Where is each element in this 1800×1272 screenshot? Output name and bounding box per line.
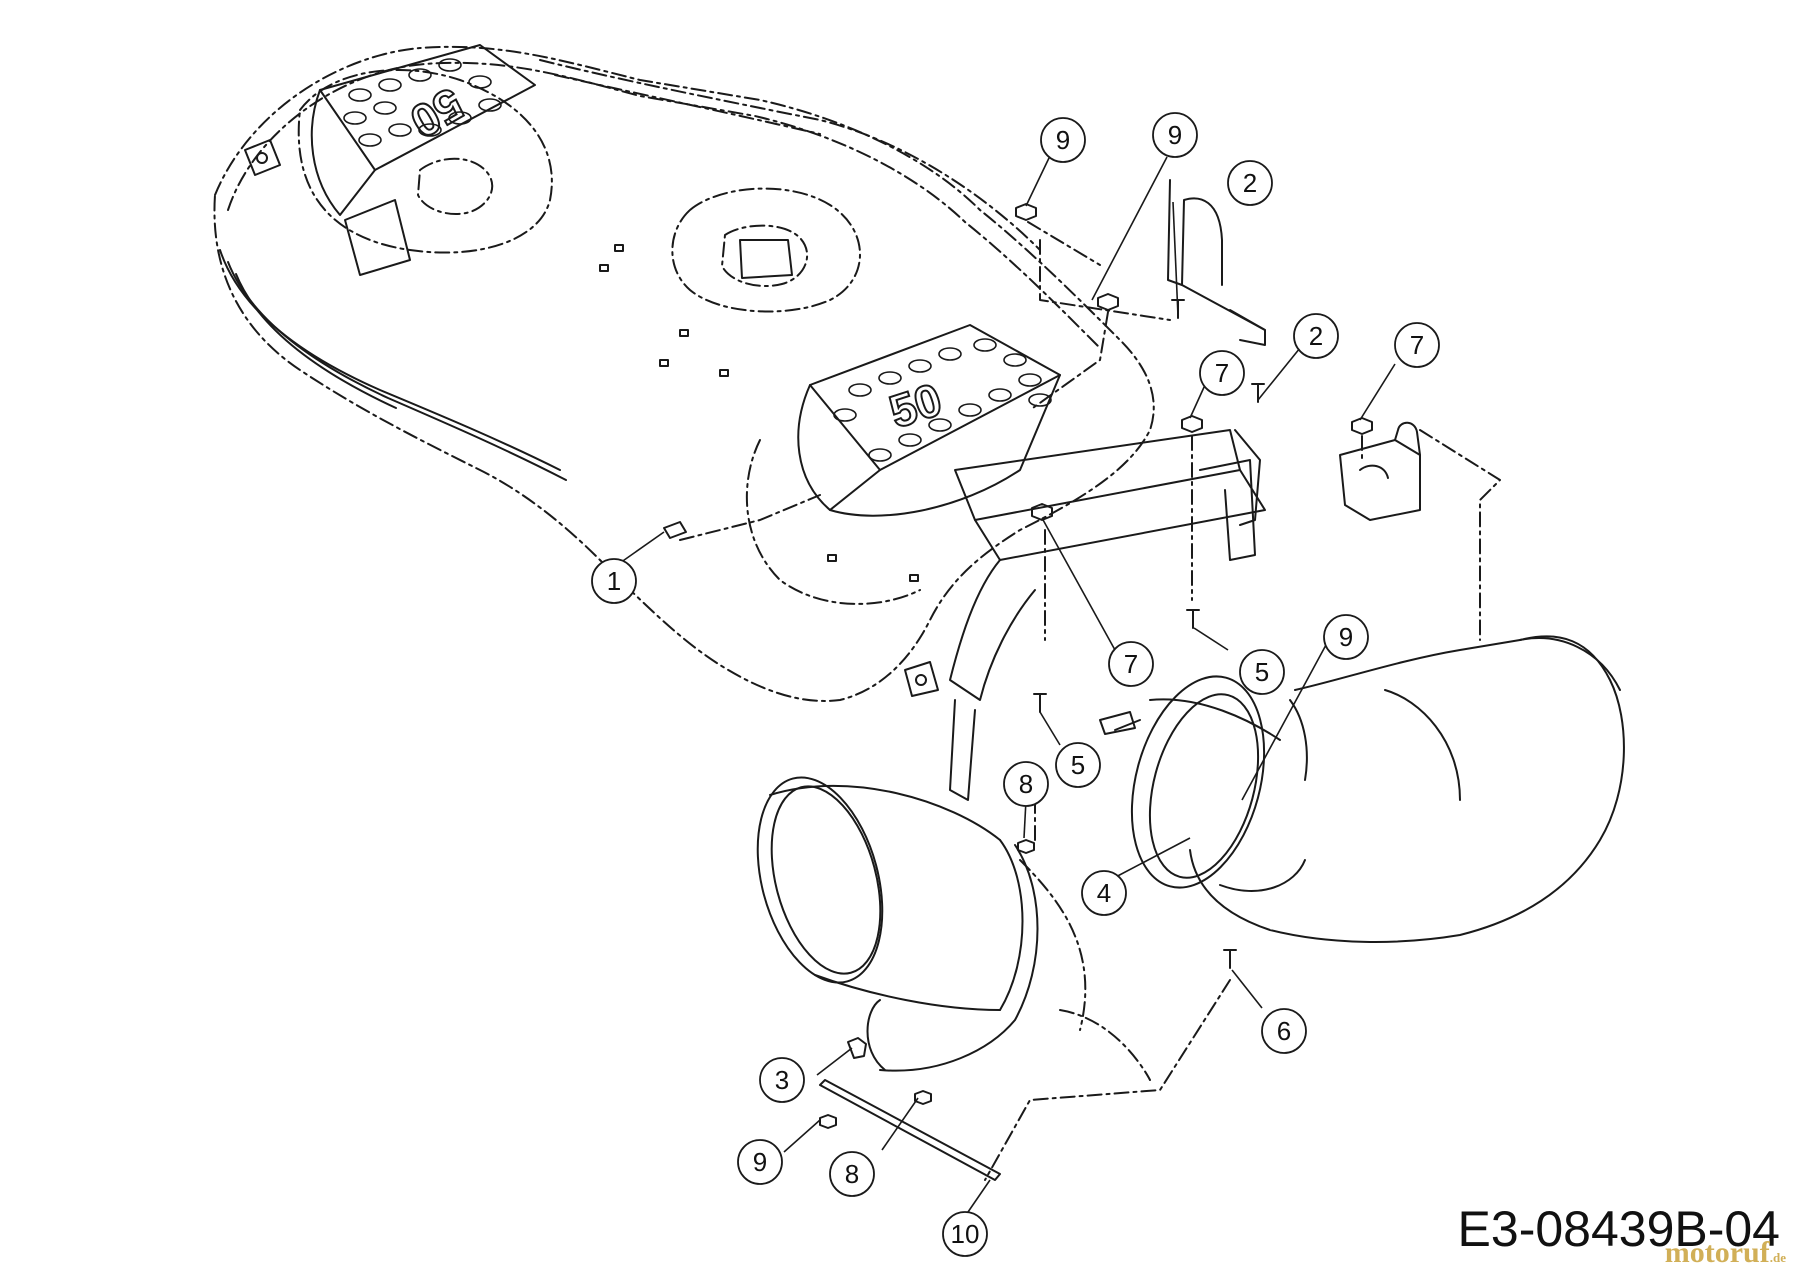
callout-2a: 2 xyxy=(1227,160,1273,206)
callout-8a: 8 xyxy=(1003,761,1049,807)
mower-deck xyxy=(213,44,1266,801)
collar-clip xyxy=(1099,711,1136,735)
diagram-reference-code: E3-08439B-04 xyxy=(1457,1201,1780,1257)
svg-text:9: 9 xyxy=(1168,120,1182,150)
left-plate-stamp: 50 xyxy=(402,78,472,149)
svg-text:6: 6 xyxy=(1277,1016,1291,1046)
collar-ring xyxy=(1114,675,1306,892)
callout-2b: 2 xyxy=(1293,313,1339,359)
discharge-housing xyxy=(1189,635,1625,943)
right-plate-stamp: 50 xyxy=(883,373,948,438)
callout-4: 4 xyxy=(1081,870,1127,916)
callout-6: 6 xyxy=(1261,1008,1307,1054)
svg-text:10: 10 xyxy=(951,1219,980,1249)
svg-text:9: 9 xyxy=(753,1147,767,1177)
svg-text:3: 3 xyxy=(775,1065,789,1095)
svg-text:2: 2 xyxy=(1243,168,1257,198)
svg-text:9: 9 xyxy=(1056,125,1070,155)
svg-text:7: 7 xyxy=(1215,358,1229,388)
callout-9b: 9 xyxy=(1152,112,1198,158)
svg-text:8: 8 xyxy=(1019,769,1033,799)
callout-8b: 8 xyxy=(829,1151,875,1197)
left-plate-vents xyxy=(343,58,502,147)
callout-3: 3 xyxy=(759,1057,805,1103)
assembly-lines xyxy=(679,221,1501,1181)
svg-text:2: 2 xyxy=(1309,321,1323,351)
upper-bracket xyxy=(1167,179,1266,346)
mulch-tube xyxy=(756,776,1039,1072)
pivot-block xyxy=(1339,421,1421,521)
fasteners xyxy=(663,203,1373,1129)
callout-1: 1 xyxy=(591,558,637,604)
svg-text:7: 7 xyxy=(1410,330,1424,360)
svg-text:8: 8 xyxy=(845,1159,859,1189)
callout-10: 10 xyxy=(942,1211,988,1257)
callout-7b: 7 xyxy=(1394,322,1440,368)
svg-text:4: 4 xyxy=(1097,878,1111,908)
svg-text:5: 5 xyxy=(1255,657,1269,687)
callout-5a: 5 xyxy=(1239,649,1285,695)
callout-7c: 7 xyxy=(1108,641,1154,687)
callout-9c: 9 xyxy=(1323,614,1369,660)
watermark-text: motoruf xyxy=(1664,1236,1770,1269)
callout-9d: 9 xyxy=(737,1139,783,1185)
callout-7a: 7 xyxy=(1199,350,1245,396)
watermark-suffix: .de xyxy=(1769,1250,1786,1265)
right-plate-vents xyxy=(833,338,1052,462)
callout-9a: 9 xyxy=(1040,117,1086,163)
svg-text:1: 1 xyxy=(607,566,621,596)
callout-5b: 5 xyxy=(1055,742,1101,788)
svg-text:7: 7 xyxy=(1124,649,1138,679)
svg-text:9: 9 xyxy=(1339,622,1353,652)
watermark-logo: motoruf.de xyxy=(1665,1236,1786,1270)
svg-text:5: 5 xyxy=(1071,750,1085,780)
mulch-rod xyxy=(819,1079,1001,1181)
